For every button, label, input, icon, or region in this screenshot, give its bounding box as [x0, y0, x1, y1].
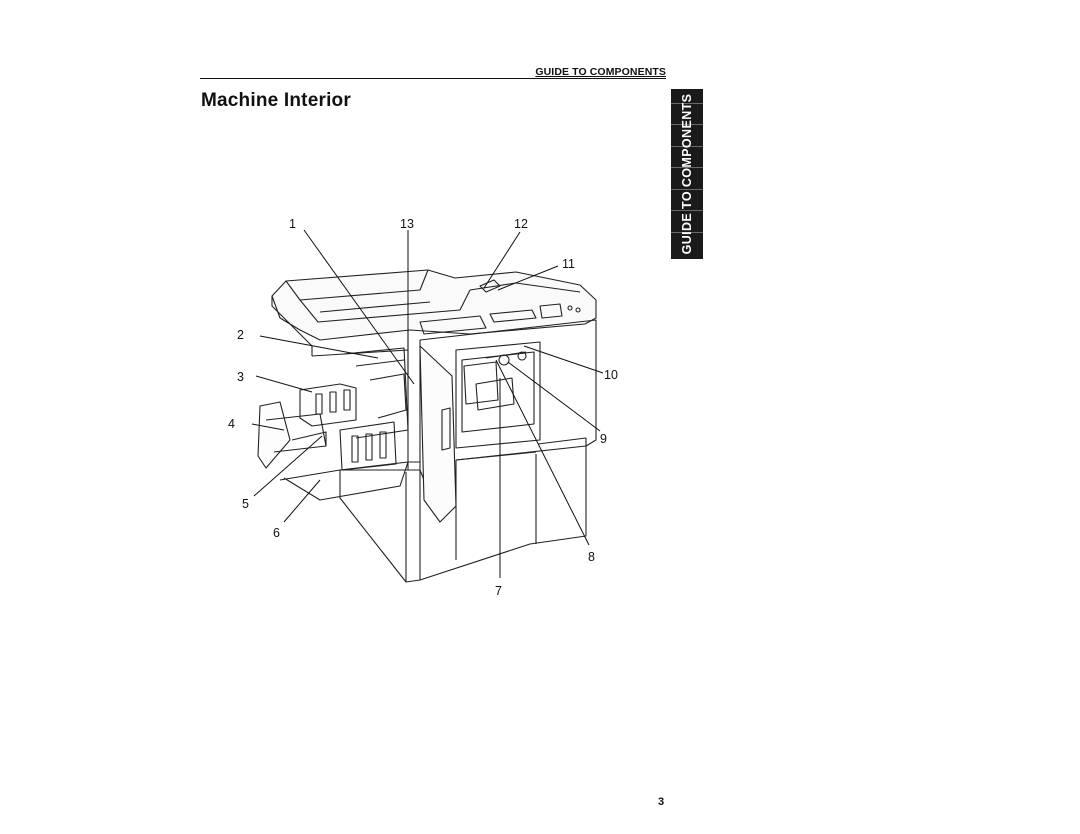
page-number: 3 — [658, 796, 665, 808]
callout-7: 7 — [495, 584, 502, 598]
page-title: Machine Interior — [201, 90, 351, 111]
callout-1: 1 — [289, 217, 296, 231]
header-rule — [200, 78, 666, 79]
callout-13: 13 — [400, 217, 414, 231]
callout-4: 4 — [228, 417, 235, 431]
callout-12: 12 — [514, 217, 528, 231]
callout-8: 8 — [588, 550, 595, 564]
callout-3: 3 — [237, 370, 244, 384]
side-tab: GUIDE TO COMPONENTS — [671, 89, 703, 259]
callout-2: 2 — [237, 328, 244, 342]
section-label: GUIDE TO COMPONENTS — [535, 66, 666, 78]
callout-10: 10 — [604, 368, 618, 382]
callout-5: 5 — [242, 497, 249, 511]
callout-9: 9 — [600, 432, 607, 446]
callout-11: 11 — [562, 257, 575, 271]
callout-6: 6 — [273, 526, 280, 540]
